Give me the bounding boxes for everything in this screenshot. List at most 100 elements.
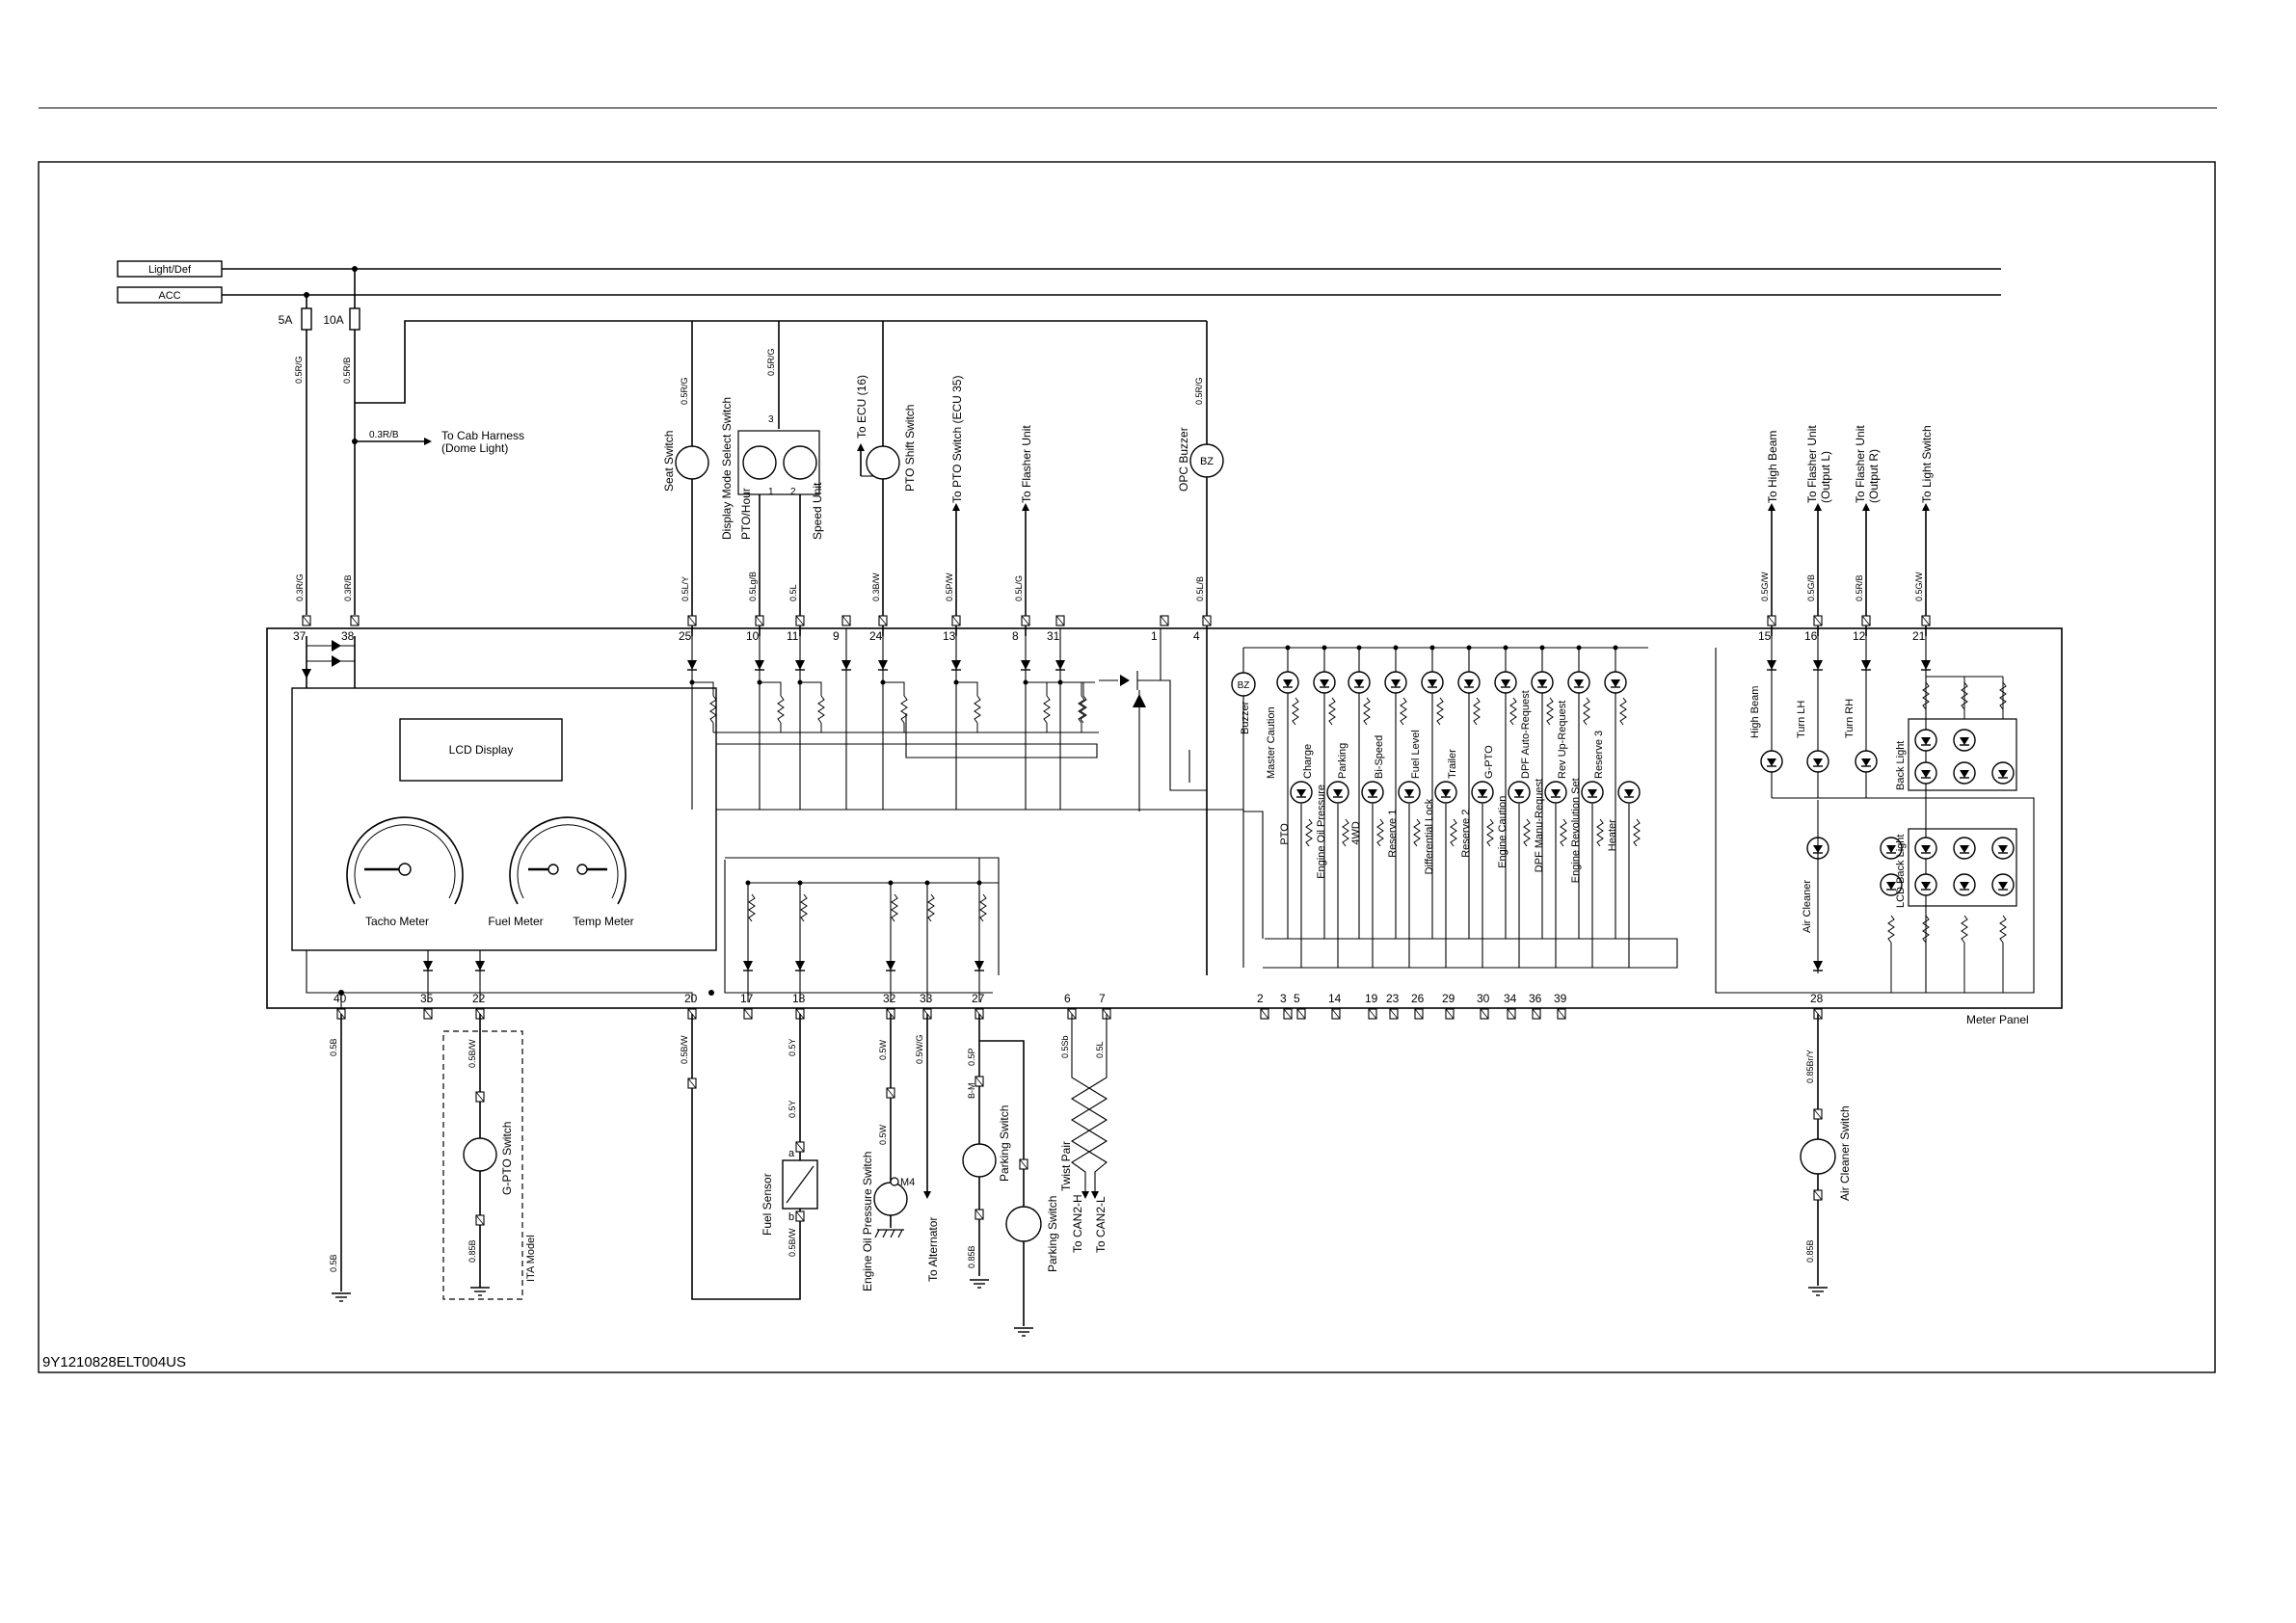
to-can-h-label: To CAN2-H — [1071, 1194, 1084, 1253]
connector-mark — [1557, 1008, 1566, 1020]
connector-mark — [1445, 1008, 1455, 1020]
connector-mark — [795, 615, 805, 626]
bottom-pin-number: 5 — [1294, 992, 1300, 1005]
speed-unit-switch-icon — [783, 445, 817, 480]
meter-panel-box — [266, 627, 2063, 1009]
eop-switch-label: Engine Oil Pressure Switch — [861, 1152, 874, 1291]
bottom-pin-number: 27 — [972, 992, 985, 1005]
wire-28b-label: 0.85B — [1805, 1239, 1815, 1263]
to-high-beam-label: To High Beam — [1766, 431, 1779, 503]
top-pin-number: 10 — [746, 629, 760, 643]
to-ecu-label: To ECU (16) — [855, 375, 868, 439]
diode-icon — [878, 660, 888, 670]
wire-28-label: 0.85Br/Y — [1805, 1050, 1815, 1083]
resistor-icon — [1523, 818, 1531, 847]
top-pin-number: 24 — [869, 629, 883, 643]
resistor-icon — [1328, 697, 1336, 726]
junction-dot — [708, 990, 714, 996]
top-wire-label: 0.3B/W — [871, 572, 881, 601]
bottom-pin-number: 19 — [1365, 992, 1378, 1005]
wire-label-supply-2: 0.5R/B — [342, 357, 352, 384]
fuel-sensor-arrow — [786, 1165, 814, 1204]
resistor-icon — [1486, 818, 1494, 847]
connector-mark — [1480, 1008, 1489, 1020]
indicator-label-bottom: DPF Manu-Request — [1534, 779, 1545, 872]
cab-harness-label: To Cab Harness — [441, 429, 524, 442]
led-triangle — [1767, 758, 1776, 766]
bottom-pin-number: 20 — [684, 992, 698, 1005]
supply-label-light: Light/Def — [148, 264, 192, 276]
resistor-icon — [1922, 681, 1930, 710]
connector-mark — [1507, 1008, 1516, 1020]
led-triangle — [1998, 770, 2008, 778]
buzzer-label: Buzzer — [1240, 701, 1251, 734]
parking-switch-label: Parking Switch — [998, 1105, 1011, 1182]
wire-internal — [724, 860, 993, 994]
to-pto-switch-label: To PTO Switch (ECU 35) — [950, 376, 964, 503]
led-triangle — [1960, 770, 1969, 778]
arrow-icon — [1091, 1191, 1099, 1199]
connector-mark — [1260, 1008, 1269, 1020]
fuel-meter-label: Fuel Meter — [488, 915, 543, 928]
indicator-label-top: Fuel Level — [1410, 730, 1422, 779]
led-triangle — [1960, 737, 1969, 745]
led-triangle — [1368, 789, 1377, 797]
wire-internal — [956, 681, 978, 696]
connector-mark — [1532, 1008, 1541, 1020]
resistor-icon — [1400, 697, 1407, 726]
bottom-pin-number: 34 — [1504, 992, 1517, 1005]
diode-icon — [795, 660, 805, 670]
bottom-pin-number: 26 — [1411, 992, 1425, 1005]
arrow-icon — [1022, 503, 1029, 511]
wire-internal — [1060, 681, 1082, 696]
connector-mark — [1160, 615, 1169, 626]
wire-32-label: 0.5W — [878, 1039, 888, 1060]
arrow-icon — [857, 443, 865, 451]
wire-40b-label: 0.5B — [329, 1254, 338, 1272]
led-triangle — [1441, 789, 1451, 797]
connector-mark — [1767, 615, 1776, 626]
wire-internal — [716, 809, 1244, 812]
indicator-label-top: G-PTO — [1483, 745, 1495, 779]
arrow-icon — [952, 503, 960, 511]
wire-33-label: 0.5W/G — [915, 1034, 924, 1064]
bottom-pin-number: 3 — [1280, 992, 1287, 1005]
to-light-switch-label: To Light Switch — [1920, 425, 1934, 503]
resistor-icon — [1363, 697, 1371, 726]
wire-internal — [800, 681, 822, 696]
diode-icon — [795, 961, 805, 971]
wire-internal — [1263, 938, 1678, 969]
fuel-sensor-label: Fuel Sensor — [761, 1173, 774, 1236]
top-pin-number: 9 — [833, 629, 840, 643]
resistor-icon — [1999, 915, 2007, 944]
seat-switch-label: Seat Switch — [662, 431, 676, 492]
wire-internal — [1161, 679, 1207, 791]
wire-label-supply-3: 0.5R/G — [680, 377, 689, 405]
right-lamp-label: Turn LH — [1796, 701, 1807, 738]
connector-mark — [475, 1091, 485, 1103]
led-triangle — [1813, 758, 1823, 766]
indicator-label-top: Rev Up-Request — [1557, 701, 1568, 779]
diode-icon — [974, 961, 984, 971]
diode-icon — [743, 961, 753, 971]
bottom-pin-number: 7 — [1099, 992, 1106, 1005]
bottom-pin-number: 30 — [1477, 992, 1490, 1005]
resistor-icon — [1305, 818, 1313, 847]
resistor-icon — [1633, 818, 1641, 847]
pto-shift-switch-icon — [866, 445, 900, 480]
wire-internal — [1242, 696, 1264, 939]
g-pto-switch-label: G-PTO Switch — [500, 1122, 514, 1195]
indicator-label-bottom: Reserve 2 — [1460, 810, 1472, 858]
resistor-icon — [1560, 818, 1567, 847]
wire-22b-label: 0.85B — [467, 1239, 477, 1263]
seat-switch-icon — [675, 445, 709, 480]
connector-mark — [1921, 615, 1931, 626]
top-pin-number: 21 — [1912, 629, 1926, 643]
opc-buzzer-icon — [1189, 443, 1224, 478]
led-triangle — [1551, 789, 1561, 797]
to-alternator-label: To Alternator — [926, 1217, 940, 1282]
wire-internal — [883, 681, 905, 696]
